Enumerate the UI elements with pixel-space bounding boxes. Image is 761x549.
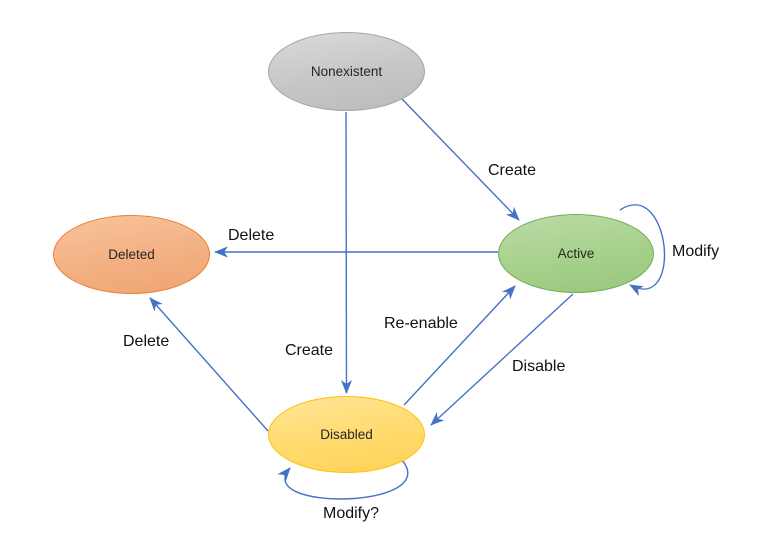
edge-create-nonexistent-to-active [401,98,520,221]
transition-label-reenable-disabled-active: Re-enable [384,315,458,332]
edge-modify-active-self-loop [619,204,666,297]
edge-delete-disabled-to-deleted [149,297,269,432]
state-disabled-label: Disabled [320,427,373,442]
state-deleted-label: Deleted [108,247,155,262]
edge-create-nonexistent-to-disabled [340,111,353,394]
state-nonexistent: Nonexistent [268,32,425,111]
edge-modify-disabled-self-loop [277,459,409,500]
transition-label-modify-active: Modify [672,243,720,260]
transition-label-create-nonexistent-disabled: Create [285,342,334,359]
state-disabled: Disabled [268,396,425,473]
transition-label-delete-disabled-deleted: Delete [123,333,170,350]
transition-label-modify-disabled: Modify? [323,505,380,522]
state-active: Active [498,214,654,293]
transition-label-create-nonexistent-active: Create [488,162,537,179]
edge-disable-active-to-disabled [430,293,574,426]
edge-reenable-disabled-to-active [403,285,516,406]
transition-label-disable-active-disabled: Disable [512,358,566,375]
state-nonexistent-label: Nonexistent [310,64,383,79]
state-active-label: Active [557,246,595,261]
state-deleted: Deleted [53,215,210,294]
transition-label-delete-active-deleted: Delete [228,227,275,244]
